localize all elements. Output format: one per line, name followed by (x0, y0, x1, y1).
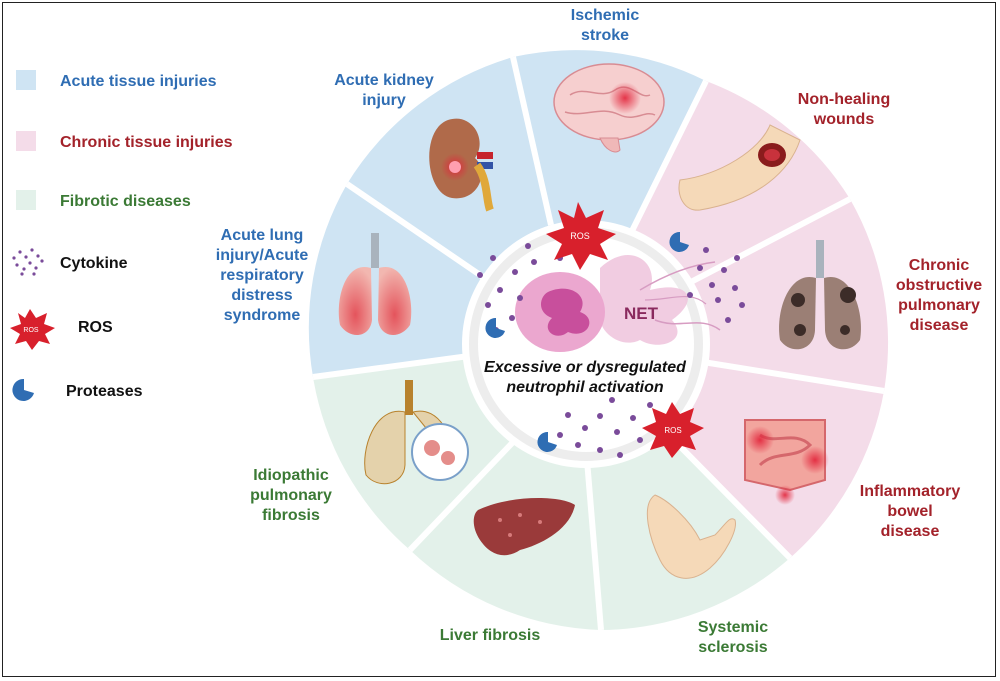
legend-proteases-label: Proteases (66, 383, 143, 400)
hand-icon (646, 494, 736, 579)
non-healing-wounds-label-l2: wounds (813, 111, 875, 128)
center-caption-line2: neutrophil activation (506, 379, 664, 396)
copd-label-l2: obstructive (896, 277, 982, 294)
damaged-lungs-icon (779, 240, 861, 350)
legend-fibrotic-label: Fibrotic diseases (60, 193, 191, 210)
protease-pacman-icon (12, 378, 34, 401)
ipf-label-l3: fibrosis (262, 507, 320, 524)
legend-acute-label: Acute tissue injuries (60, 73, 217, 90)
protease-icon-left (485, 317, 505, 338)
liver-fibrosis-label: Liver fibrosis (440, 627, 541, 644)
ipf-label-l1: Idiopathic (253, 467, 329, 484)
systemic-sclerosis-label-l2: sclerosis (698, 639, 767, 656)
legend-ros-label: ROS (78, 319, 113, 336)
cytokine-dots-icon (12, 248, 44, 276)
fibrotic-swatch (16, 190, 36, 210)
ibd-label-l3: disease (881, 523, 940, 540)
cytokine-dots (477, 243, 745, 458)
ros-label-bottom: ROS (664, 426, 681, 435)
ipf-label-l2: pulmonary (250, 487, 332, 504)
legend-chronic-label: Chronic tissue injuries (60, 134, 233, 151)
ischemic-stroke-label-l1: Ischemic (571, 7, 640, 24)
lungs-icon (338, 233, 412, 336)
acute-kidney-injury-label-l2: injury (362, 92, 406, 109)
acute-lung-injury-label-l3: respiratory (220, 267, 304, 284)
ischemic-stroke-label-l2: stroke (581, 27, 629, 44)
center-caption-line1: Excessive or dysregulated (484, 359, 687, 376)
legend-ros-icon-text: ROS (23, 327, 39, 334)
acute-lung-injury-label-l5: syndrome (224, 307, 301, 324)
ros-burst-icon: ROS (10, 309, 55, 350)
intestine-icon (744, 419, 829, 505)
protease-icon-top (669, 231, 689, 252)
kidney-icon (429, 118, 494, 212)
ros-label-top: ROS (570, 231, 590, 241)
chronic-swatch (16, 131, 36, 151)
liver-icon (473, 498, 575, 556)
acute-lung-injury-label-l4: distress (231, 287, 292, 304)
brain-icon (553, 63, 665, 153)
ros-burst-icon-top (546, 202, 616, 270)
legend-cytokine-label: Cytokine (60, 255, 128, 272)
net-label: NET (624, 304, 659, 323)
ros-burst-icon-bottom (642, 402, 704, 458)
acute-lung-injury-label-l2: injury/Acute (216, 247, 309, 264)
acute-swatch (16, 70, 36, 90)
systemic-sclerosis-label-l1: Systemic (698, 619, 768, 636)
copd-label-l4: disease (910, 317, 969, 334)
protease-icon-bottom (537, 431, 557, 452)
wounded-leg-icon (678, 124, 801, 211)
ibd-label-l2: bowel (887, 503, 932, 520)
acute-kidney-injury-label-l1: Acute kidney (334, 72, 434, 89)
non-healing-wounds-label-l1: Non-healing (798, 91, 890, 108)
neutrophil-net-icon (515, 255, 721, 352)
legend: Acute tissue injuries Chronic tissue inj… (10, 70, 233, 401)
segment-separators (312, 56, 885, 631)
copd-label-l3: pulmonary (898, 297, 980, 314)
ibd-label-l1: Inflammatory (860, 483, 961, 500)
copd-label-l1: Chronic (909, 257, 970, 274)
fibrotic-lungs-icon (364, 380, 469, 485)
acute-lung-injury-label-l1: Acute lung (221, 227, 304, 244)
